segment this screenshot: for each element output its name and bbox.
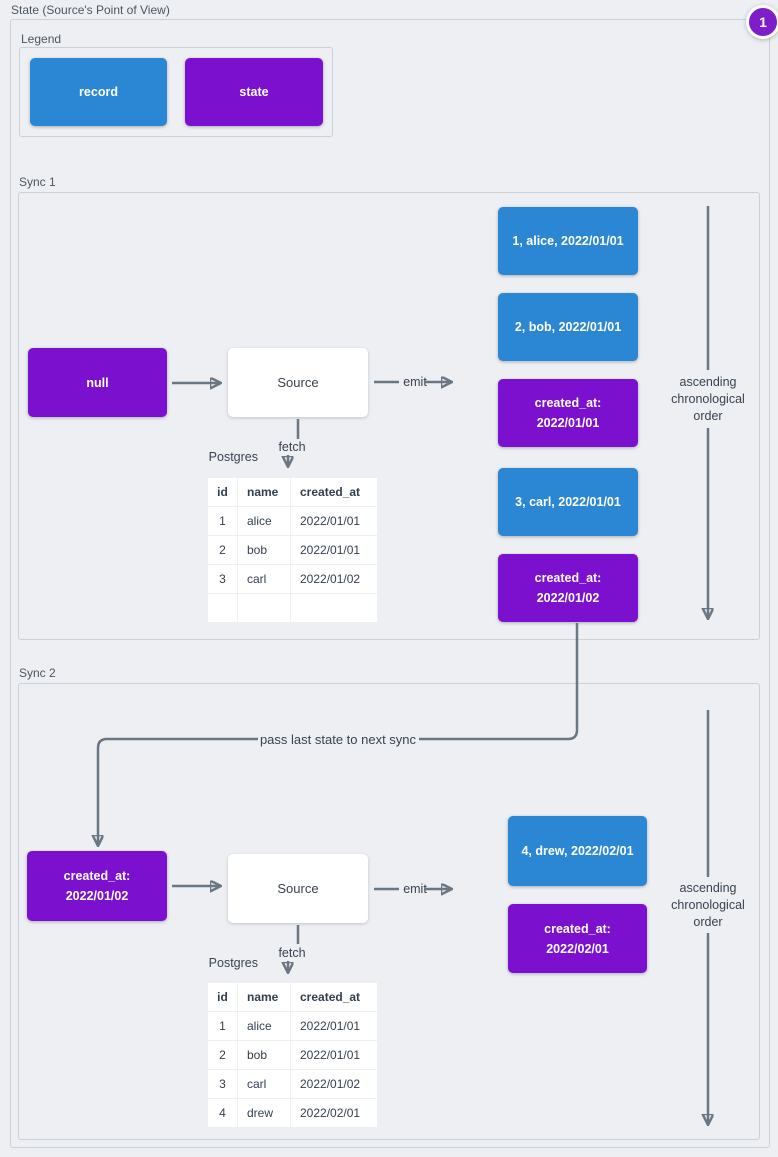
sync2-fetch-label: fetch [278, 946, 306, 960]
table-cell [208, 594, 237, 622]
table-cell [238, 594, 290, 622]
record-box: 3, carl, 2022/01/01 [498, 468, 638, 536]
sync2-postgres-label: Postgres [208, 956, 258, 970]
legend-state-swatch: state [185, 58, 323, 126]
table-header-cell: created_at [291, 983, 377, 1011]
state-text-line1: created_at: [544, 921, 611, 936]
step-badge: 1 [746, 5, 778, 39]
order-note-line: ascending [679, 375, 737, 389]
sync1-postgres-label: Postgres [208, 450, 258, 464]
table-header-cell: created_at [291, 478, 377, 506]
table-header-cell: name [238, 983, 290, 1011]
table-header-cell: name [238, 478, 290, 506]
sync2-source-node: Source [228, 854, 368, 923]
order-note-line: chronological [671, 898, 745, 912]
table-header-cell: id [208, 478, 237, 506]
table-cell: 3 [208, 1070, 237, 1098]
record-text: 1, alice, 2022/01/01 [512, 234, 624, 248]
table-cell: 2022/01/02 [291, 1070, 377, 1098]
state-text-line2: 2022/01/01 [536, 416, 600, 430]
state-box: created_at: 2022/01/02 [498, 554, 638, 622]
table-cell: 2022/01/01 [291, 536, 377, 564]
record-box: 4, drew, 2022/02/01 [508, 816, 647, 886]
sync2-input-state-line1: created_at: [63, 869, 131, 883]
legend-record-label: record [79, 85, 118, 99]
table-cell: bob [238, 1041, 290, 1069]
sync2-postgres-table: id name created_at 1 alice 2022/01/01 2 … [208, 983, 377, 1127]
table-cell: 2022/02/01 [291, 1099, 377, 1127]
table-cell: 3 [208, 565, 237, 593]
sync2-input-state-line2: 2022/01/02 [65, 889, 129, 903]
legend-title: Legend [21, 32, 62, 46]
sync1-source-label: Source [277, 374, 319, 390]
record-box: 2, bob, 2022/01/01 [498, 293, 638, 361]
table-cell: carl [238, 565, 290, 593]
table-cell: carl [238, 1070, 290, 1098]
table-cell: alice [238, 1012, 290, 1040]
legend-frame [19, 47, 333, 137]
sync1-source-node: Source [228, 348, 368, 417]
record-text: 3, carl, 2022/01/01 [515, 495, 621, 509]
state-text-line1: created_at: [534, 571, 602, 585]
table-cell: 1 [208, 507, 237, 535]
record-text: 2, bob, 2022/01/01 [514, 320, 622, 334]
sync2-source-label: Source [277, 880, 319, 896]
state-box: created_at: 2022/02/01 [508, 904, 647, 973]
table-header-cell: id [208, 983, 237, 1011]
table-cell: drew [238, 1099, 290, 1127]
pass-state-label: pass last state to next sync [259, 732, 417, 747]
table-cell: alice [238, 507, 290, 535]
outer-frame [10, 19, 770, 1148]
sync1-emit-label: emit [403, 375, 427, 389]
sync2-frame [18, 683, 760, 1140]
sync2-title: Sync 2 [19, 666, 56, 680]
sync1-input-state-box: null [28, 348, 167, 417]
sync1-postgres-table: id name created_at 1 alice 2022/01/01 2 … [208, 478, 377, 622]
legend-record-swatch: record [30, 58, 167, 126]
order-note-line: order [693, 409, 723, 423]
sync1-order-note: ascending chronological order [648, 374, 768, 425]
legend-state-label: state [239, 85, 269, 99]
table-cell: 1 [208, 1012, 237, 1040]
page-title: State (Source's Point of View) [11, 3, 170, 17]
table-cell [291, 594, 377, 622]
record-text: 4, drew, 2022/02/01 [521, 844, 634, 858]
sync1-title: Sync 1 [19, 175, 56, 189]
sync1-input-state-text: null [86, 375, 109, 390]
table-cell: 2022/01/02 [291, 565, 377, 593]
order-note-line: chronological [671, 392, 745, 406]
table-cell: 2022/01/01 [291, 1041, 377, 1069]
sync1-frame [18, 192, 760, 640]
table-cell: 2022/01/01 [291, 1012, 377, 1040]
sync2-emit-label: emit [403, 882, 427, 896]
table-cell: 2 [208, 536, 237, 564]
order-note-line: order [693, 915, 723, 929]
sync2-input-state-box: created_at: 2022/01/02 [27, 851, 167, 921]
state-box: created_at: 2022/01/01 [498, 379, 638, 447]
state-text-line1: created_at: [534, 396, 602, 410]
table-cell: 2 [208, 1041, 237, 1069]
order-note-line: ascending [679, 881, 737, 895]
table-cell: bob [238, 536, 290, 564]
sync1-fetch-label: fetch [278, 440, 306, 454]
sync2-order-note: ascending chronological order [648, 880, 768, 931]
table-cell: 4 [208, 1099, 237, 1127]
state-text-line2: 2022/02/01 [546, 941, 609, 956]
table-cell: 2022/01/01 [291, 507, 377, 535]
record-box: 1, alice, 2022/01/01 [498, 207, 638, 275]
state-text-line2: 2022/01/02 [536, 591, 600, 605]
